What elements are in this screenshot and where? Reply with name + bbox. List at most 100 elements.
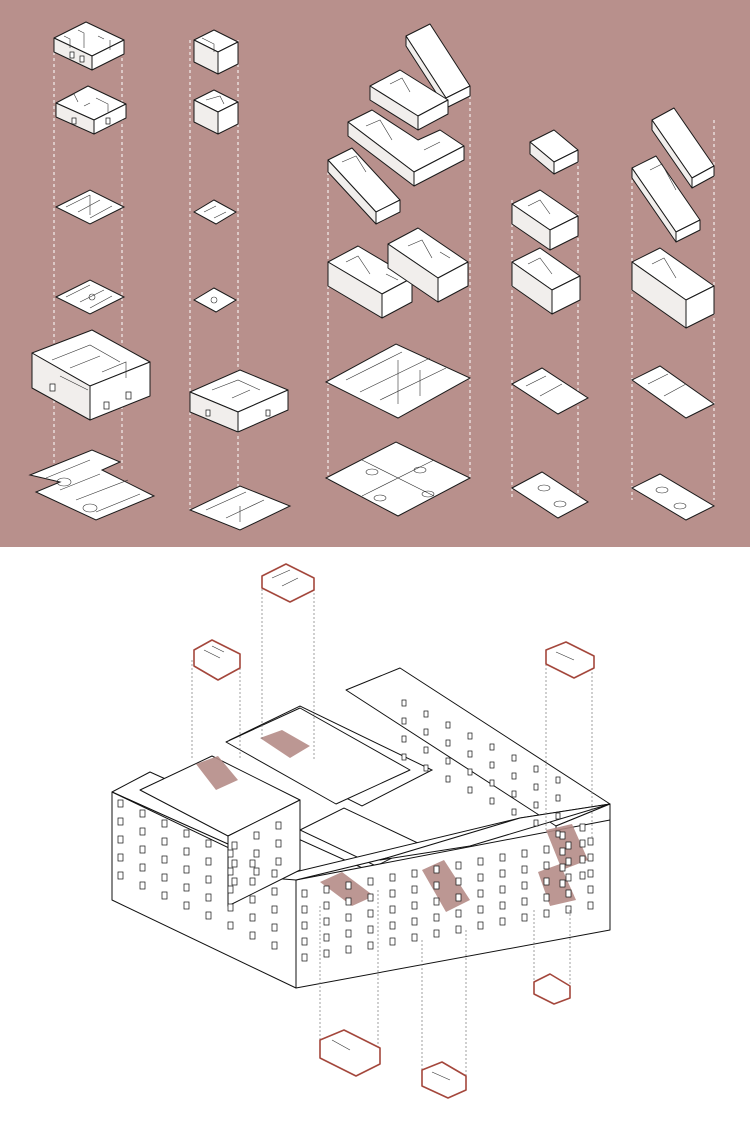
window — [467, 750, 473, 758]
window — [455, 909, 462, 918]
window — [323, 901, 330, 910]
window — [579, 871, 586, 880]
window — [183, 847, 190, 856]
unit-module — [405, 23, 471, 109]
window-grid — [117, 699, 594, 962]
window — [467, 732, 473, 740]
window — [499, 901, 506, 910]
window — [521, 897, 528, 906]
floor-plan — [54, 189, 126, 225]
window — [253, 867, 260, 876]
floor-plan — [630, 473, 716, 521]
window — [183, 883, 190, 892]
window — [183, 901, 190, 910]
window — [367, 877, 374, 886]
window — [345, 897, 352, 906]
window — [587, 837, 594, 846]
window — [249, 931, 256, 940]
window — [275, 839, 282, 848]
building — [111, 667, 611, 989]
column-1 — [28, 21, 156, 521]
large-unit-module — [31, 329, 151, 421]
window — [389, 889, 396, 898]
window — [271, 905, 278, 914]
window — [271, 869, 278, 878]
unit-module — [347, 109, 465, 187]
window — [301, 937, 308, 946]
window — [489, 743, 495, 751]
window — [253, 849, 260, 858]
window — [433, 881, 440, 890]
window — [511, 754, 517, 762]
window — [543, 909, 550, 918]
window — [227, 849, 234, 858]
window — [543, 861, 550, 870]
window — [139, 827, 146, 836]
window — [249, 895, 256, 904]
window — [161, 819, 168, 828]
window — [205, 911, 212, 920]
large-unit-module — [189, 369, 289, 433]
floating-unit-top-right — [545, 641, 595, 840]
window — [205, 857, 212, 866]
highlighted-unit — [196, 756, 238, 790]
window — [227, 903, 234, 912]
window — [411, 917, 418, 926]
column-2 — [188, 29, 292, 531]
unit-module — [327, 147, 401, 225]
window — [323, 885, 330, 894]
window — [455, 861, 462, 870]
floor-plan — [192, 287, 238, 313]
unit-module — [53, 21, 125, 71]
window — [511, 808, 517, 816]
unit-module — [631, 155, 701, 243]
window — [543, 877, 550, 886]
window — [139, 809, 146, 818]
column-3 — [324, 23, 472, 517]
unit-module — [651, 107, 715, 189]
unit-module — [327, 245, 413, 319]
window — [579, 823, 586, 832]
window — [579, 855, 586, 864]
window — [565, 889, 572, 898]
floor-plan — [511, 471, 589, 519]
window — [161, 855, 168, 864]
window — [367, 941, 374, 950]
window — [389, 937, 396, 946]
window — [587, 901, 594, 910]
window — [489, 797, 495, 805]
window — [499, 869, 506, 878]
window — [559, 879, 566, 888]
unit-module — [369, 69, 449, 131]
floating-unit-bottom-left — [319, 890, 381, 1077]
window — [275, 821, 282, 830]
window — [161, 873, 168, 882]
window — [555, 830, 561, 838]
window — [117, 871, 124, 880]
window — [559, 847, 566, 856]
window — [161, 837, 168, 846]
window — [301, 921, 308, 930]
window — [445, 775, 451, 783]
window — [455, 925, 462, 934]
window — [139, 881, 146, 890]
window — [559, 831, 566, 840]
window — [367, 909, 374, 918]
window — [559, 863, 566, 872]
window — [301, 889, 308, 898]
window — [521, 913, 528, 922]
unit-module — [193, 89, 239, 135]
window — [455, 893, 462, 902]
column-5 — [630, 107, 716, 521]
window — [227, 921, 234, 930]
window — [423, 746, 429, 754]
window — [533, 819, 539, 827]
window — [205, 875, 212, 884]
window — [587, 869, 594, 878]
window — [555, 776, 561, 784]
window — [249, 859, 256, 868]
floor-plan — [192, 199, 238, 225]
window — [401, 735, 407, 743]
